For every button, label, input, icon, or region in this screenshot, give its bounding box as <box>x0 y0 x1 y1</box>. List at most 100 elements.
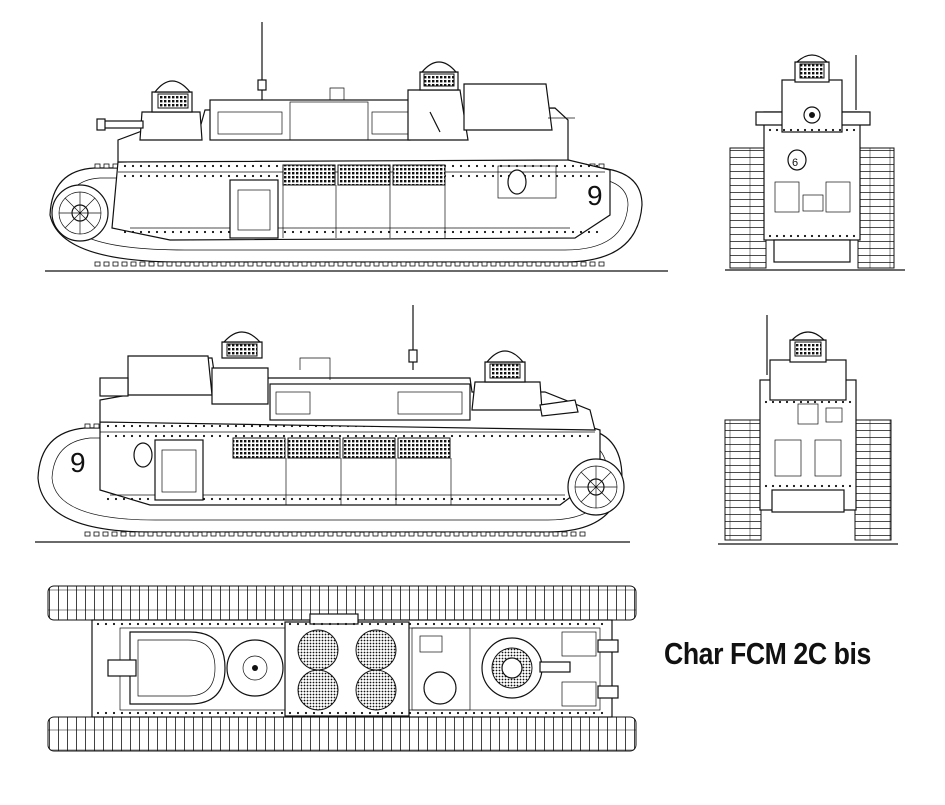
track-tooth <box>210 531 217 537</box>
rivet <box>440 622 444 626</box>
track-tooth <box>147 531 154 537</box>
rivet <box>138 424 142 428</box>
rivet <box>232 711 236 715</box>
rivet <box>538 497 542 501</box>
rivet <box>771 484 775 488</box>
vent-grille <box>397 437 451 459</box>
rivet <box>528 711 532 715</box>
rivet <box>570 434 574 438</box>
rivet <box>803 128 807 132</box>
rivet <box>240 711 244 715</box>
rivet <box>498 434 502 438</box>
rivet <box>256 622 260 626</box>
rivet <box>440 711 444 715</box>
track-tooth <box>255 531 262 537</box>
rivet <box>552 711 556 715</box>
rivet <box>451 174 455 178</box>
rivet <box>536 711 540 715</box>
track-tooth <box>544 261 551 267</box>
hull-number-marking: 9 <box>70 447 86 478</box>
rivet <box>362 497 366 501</box>
track-tooth <box>238 261 245 267</box>
rivet <box>464 711 468 715</box>
rivet <box>282 434 286 438</box>
rivet <box>411 230 415 234</box>
rivet <box>384 711 388 715</box>
rivet <box>314 497 318 501</box>
rivet <box>539 230 543 234</box>
rivet <box>560 622 564 626</box>
rivet <box>136 711 140 715</box>
main-gun <box>539 399 579 417</box>
rivet <box>120 711 124 715</box>
rivet <box>368 711 372 715</box>
rivet <box>163 164 167 168</box>
rivet <box>838 128 842 132</box>
rivet <box>792 484 796 488</box>
rivet <box>806 400 810 404</box>
rivet <box>227 174 231 178</box>
rivet <box>298 497 302 501</box>
rivet <box>531 174 535 178</box>
rivet <box>338 434 342 438</box>
rivet <box>114 497 118 501</box>
rivet <box>464 622 468 626</box>
rivet <box>498 497 502 501</box>
rivet <box>122 434 126 438</box>
track-tooth <box>400 261 407 267</box>
rivet <box>474 434 478 438</box>
rivet <box>450 497 454 501</box>
rivet <box>288 622 292 626</box>
rivet <box>530 497 534 501</box>
rivet <box>512 622 516 626</box>
rivet <box>194 424 198 428</box>
rivet <box>280 622 284 626</box>
rivet <box>320 711 324 715</box>
rivet <box>200 711 204 715</box>
track-tooth <box>553 261 560 267</box>
rivet <box>162 424 166 428</box>
track-tooth <box>201 531 208 537</box>
rivet <box>250 497 254 501</box>
rivet <box>490 497 494 501</box>
rivet <box>595 174 599 178</box>
rivet <box>243 164 247 168</box>
track-tooth <box>552 531 559 537</box>
rivet <box>176 711 180 715</box>
rivet <box>336 711 340 715</box>
rivet <box>202 424 206 428</box>
rivet <box>530 434 534 438</box>
rivet <box>235 164 239 168</box>
rivet <box>426 497 430 501</box>
rivet <box>806 484 810 488</box>
engine-deck <box>127 355 213 396</box>
rivet <box>186 434 190 438</box>
rivet <box>523 230 527 234</box>
rivet <box>200 622 204 626</box>
track-rear <box>724 419 762 541</box>
rivet <box>563 164 567 168</box>
rivet <box>499 174 503 178</box>
rivet <box>600 711 604 715</box>
rivet <box>96 711 100 715</box>
track-front <box>857 147 895 269</box>
rivet <box>163 174 167 178</box>
track-tooth <box>291 531 298 537</box>
rivet <box>450 434 454 438</box>
rivet <box>520 711 524 715</box>
rivet <box>138 434 142 438</box>
track-tooth <box>580 261 587 267</box>
rivet <box>210 434 214 438</box>
rivet <box>176 622 180 626</box>
rivet <box>168 711 172 715</box>
rivet <box>243 174 247 178</box>
track-tooth <box>256 261 263 267</box>
rivet <box>813 484 817 488</box>
rivet <box>192 622 196 626</box>
rivet <box>330 497 334 501</box>
rivet <box>195 230 199 234</box>
rivet <box>482 497 486 501</box>
track-tooth <box>130 261 137 267</box>
track-tooth <box>499 261 506 267</box>
